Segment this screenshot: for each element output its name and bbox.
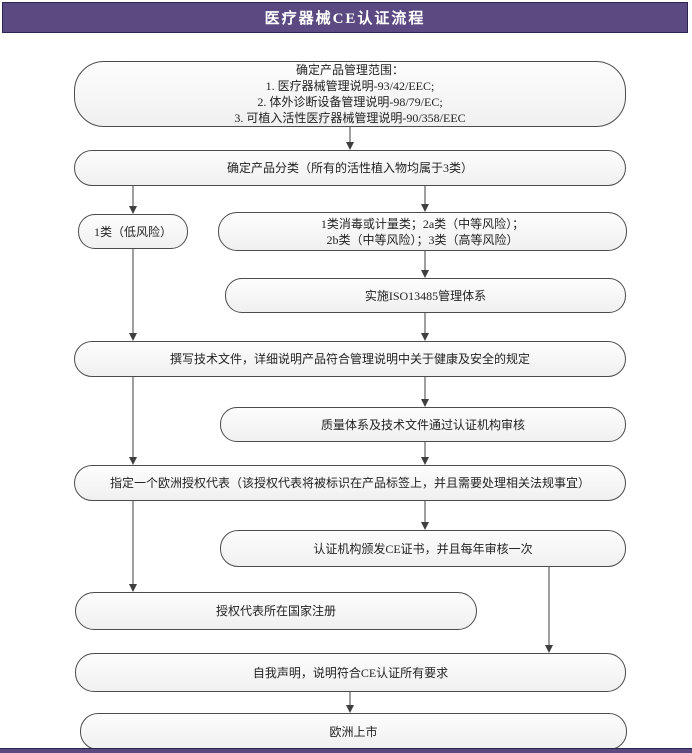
arrowhead [129,457,137,465]
node-ce-cert-text: 认证机构颁发CE证书，并且每年审核一次 [313,541,533,556]
node-iso: 实施ISO13485管理体系 [225,278,626,313]
arrowhead [421,399,429,407]
page-title-bar: 医疗器械CE认证流程 [2,2,688,33]
arrowhead [421,333,429,341]
node-tech-file: 撰写技术文件，详细说明产品符合管理说明中关于健康及安全的规定 [74,341,626,377]
arrowhead [129,333,137,341]
node-tech-file-text: 撰写技术文件，详细说明产品符合管理说明中关于健康及安全的规定 [169,352,530,366]
node-registration: 授权代表所在国家注册 [75,592,477,630]
arrowhead [129,206,137,214]
node-eu-rep: 指定一个欧洲授权代表（该授权代表将被标识在产品标签上，并且需要处理相关法规事宜） [74,465,626,501]
arrowhead [421,522,429,530]
arrowhead [346,705,354,713]
node-class-other-line2: 2b类（中等风险）；3类（高等风险） [326,232,519,247]
node-registration-text: 授权代表所在国家注册 [215,604,336,618]
arrowhead [421,204,429,212]
node-classify-text: 确定产品分类（所有的活性植入物均属于3类） [226,161,473,175]
arrowhead [129,584,137,592]
node-eu-rep-text: 指定一个欧洲授权代表（该授权代表将被标识在产品标签上，并且需要处理相关法规事宜） [109,476,590,490]
node-class-low-text: 1类（低风险） [93,224,172,239]
page-title: 医疗器械CE认证流程 [264,11,426,27]
node-scope-line3: 2. 体外诊断设备管理说明-98/79/EC; [257,95,443,109]
node-scope-line2: 1. 医疗器械管理说明-93/42/EEC; [265,79,435,93]
node-audit-text: 质量体系及技术文件通过认证机构审核 [320,417,525,432]
arrowhead [545,645,553,653]
node-scope-line4: 3. 可植入活性医疗器械管理说明-90/358/EEC [234,111,466,125]
arrowhead [346,142,354,150]
arrowhead [421,270,429,278]
node-audit: 质量体系及技术文件通过认证机构审核 [220,407,626,442]
node-class-other: 1类消毒或计量类；2a类（中等风险）； 2b类（中等风险）；3类（高等风险） [218,212,627,251]
page-footer-bar [0,748,692,753]
node-iso-text: 实施ISO13485管理体系 [364,288,487,303]
node-declaration: 自我声明，说明符合CE认证所有要求 [75,653,626,692]
arrowhead [421,457,429,465]
node-declaration-text: 自我声明，说明符合CE认证所有要求 [252,665,449,680]
node-ce-cert: 认证机构颁发CE证书，并且每年审核一次 [220,530,626,567]
node-class-low: 1类（低风险） [78,214,188,249]
node-scope-line1: 确定产品管理范围： [295,63,404,77]
node-scope: 确定产品管理范围： 1. 医疗器械管理说明-93/42/EEC; 2. 体外诊断… [74,61,626,127]
node-market-text: 欧洲上市 [329,724,378,739]
node-class-other-line1: 1类消毒或计量类；2a类（中等风险）； [320,216,525,231]
node-classify: 确定产品分类（所有的活性植入物均属于3类） [74,150,626,186]
node-market: 欧洲上市 [80,713,627,750]
